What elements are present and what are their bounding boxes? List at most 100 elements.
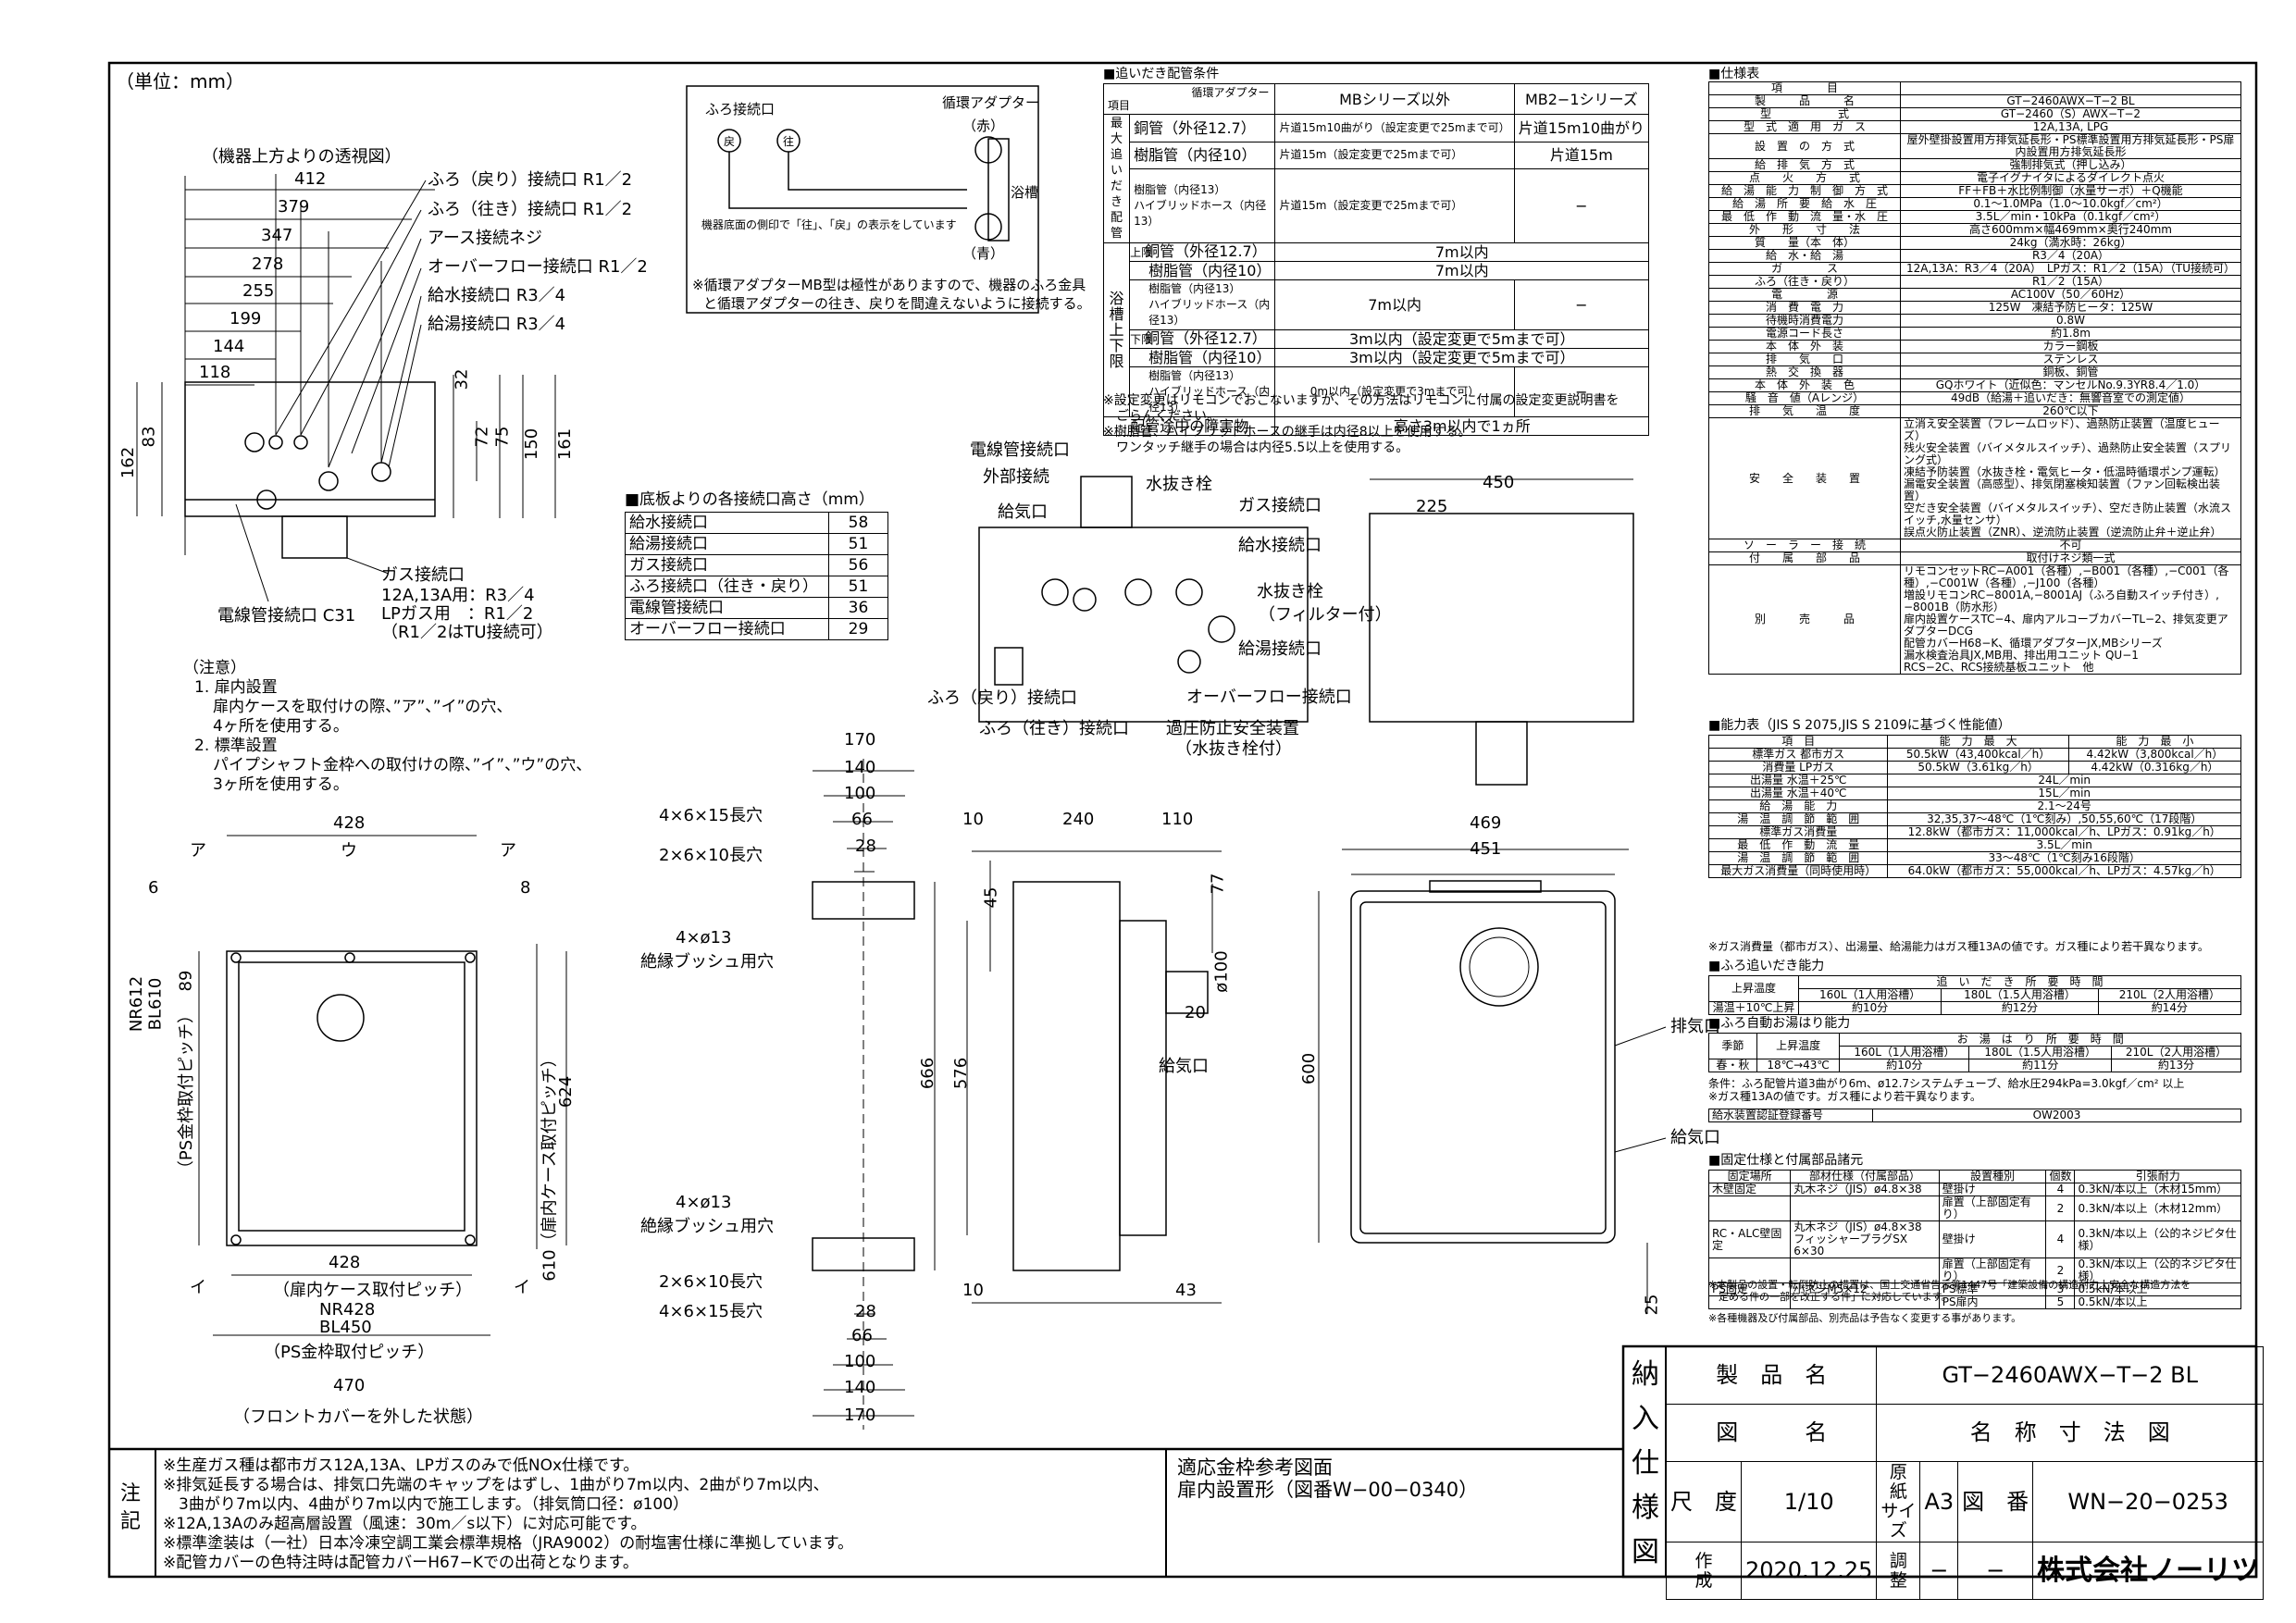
dim: 66: [851, 810, 873, 829]
spec-label: 項 目: [1708, 81, 1901, 95]
reheat-table: 上昇温度追 い だ き 所 要 時 間 160L（1人用浴槽）180L（1.5人…: [1708, 975, 2242, 1015]
spec-label: ソ ー ラ ー 接 続: [1708, 539, 1901, 552]
spec-row: 電源コード長さ約1.8m: [1708, 327, 2241, 341]
spec-label: 別 売 品: [1708, 564, 1901, 675]
spec-label: 給 湯 能 力 制 御 方 式: [1708, 184, 1901, 198]
fix-head: 個数: [2045, 1170, 2076, 1183]
cell: 3m以内（設定変更で5mまで可）: [1274, 348, 1649, 367]
fix-head: 固定場所: [1707, 1170, 1792, 1183]
dim: 666: [918, 1057, 938, 1090]
cell: 給水接続口: [625, 512, 829, 534]
mark-a: ア: [190, 841, 206, 861]
spec-row: 排 気 口ステンレス: [1708, 353, 2241, 366]
note-line: ごらんください。: [1103, 409, 1220, 424]
bv-label: 外部接続: [983, 467, 1049, 487]
cell: 銅管（外径12.7）: [1145, 242, 1267, 260]
cap-cell: 4.42kW（3,800kcal／h）: [2067, 748, 2242, 762]
bv-label: ふろ（往き）接続口: [979, 719, 1129, 738]
spec-label: 排 気 口: [1708, 353, 1901, 366]
spec-value: GQホワイト（近似色：マンセルNo.9.3YR8.4／1.0）: [1900, 378, 2241, 392]
fix-cell: 壁掛け: [1938, 1220, 2047, 1258]
spec-value: 屋外壁掛設置用方排気延長形・PS標準設置用方排気延長形・PS扉内設置用方排気延長…: [1900, 133, 2241, 159]
dim: BL450: [319, 1318, 372, 1337]
fix-cell: 丸木ネジ（JIS）ø4.8×38 フィッシャープラグSX 6×30: [1790, 1220, 1940, 1258]
note-line: 3曲がり7m以内、4曲がり7m以内で施工します。（排気筒口径：ø100）: [163, 1495, 689, 1514]
dim: 161: [555, 427, 576, 461]
dim: NR612: [127, 975, 147, 1033]
hole-label: 2×6×10長穴: [659, 846, 763, 865]
gas-spec: 12A,13A用：R3／4: [381, 586, 535, 605]
cell: 樹脂管（内径10）: [1129, 348, 1276, 367]
spec-label: 外 形 寸 法: [1708, 223, 1901, 237]
fix-cell: 3: [2045, 1282, 2076, 1296]
cell: 春・秋: [1708, 1059, 1757, 1072]
dim: 8: [520, 878, 531, 898]
spec-label: 騒 音 値（Aレンジ）: [1708, 391, 1901, 405]
cell: 7m以内: [1274, 279, 1515, 330]
fix-cell: 丸木ネジ（JIS）ø4.8×38: [1790, 1183, 1940, 1196]
cell: 樹脂管（内径13） ハイブリッドホース（内径13）: [1129, 168, 1276, 243]
col-mb2: MB2−1シリーズ: [1513, 83, 1650, 115]
adapter-note: と循環アダプターの往き、戻りを間違えないように接続する。: [703, 295, 1091, 312]
spec-value: 0.1〜1.0MPa（1.0〜10.0kgf／cm²）: [1900, 197, 2241, 211]
spec-value: 約1.8m: [1900, 327, 2241, 341]
cell: 季節: [1708, 1033, 1757, 1059]
cell: ふろ接続口（往き・戻り）: [625, 576, 829, 598]
capacity-title: ■能力表（JIS S 2075,JIS S 2109に基づく性能値）: [1708, 718, 2011, 733]
dim: 170: [844, 730, 876, 750]
dim: 150: [522, 427, 542, 461]
bv-label: （水抜き栓付）: [1175, 739, 1292, 759]
cell: 尺 度: [1666, 1461, 1742, 1542]
fix-cell: 0.5kN/本以上: [2074, 1295, 2241, 1309]
spec-row: 項 目: [1708, 81, 2241, 95]
fix-cell: 0.3kN/本以上（木材12mm）: [2074, 1196, 2241, 1221]
hole-label: 4×ø13: [676, 1193, 732, 1212]
cell: 約10分: [1797, 1001, 1942, 1015]
side-char: 納: [1632, 1358, 1659, 1391]
note-line: ※本製品の設置・転倒防止の措置は、国土交通省告示第1447号「建築設備の構造耐力…: [1708, 1279, 2191, 1291]
cell: 給湯接続口: [625, 533, 829, 555]
dim: 240: [1062, 810, 1095, 829]
group-max: 最大追い だき配管: [1102, 114, 1131, 243]
fix-cell: PS扉内: [1938, 1295, 2047, 1309]
note-line: 4ヶ所を使用する。: [213, 717, 349, 736]
spec-row: ソ ー ラ ー 接 続不可: [1708, 539, 2241, 552]
item-col: 項目: [1108, 99, 1131, 112]
dim: 110: [1161, 810, 1194, 829]
spec-value: R3／4（20A）: [1900, 249, 2241, 263]
cell: 180L（1.5人用浴槽）: [1941, 988, 2099, 1002]
dim: 140: [844, 758, 876, 777]
note-line: 扉内ケースを取付けの際、”ア”、”イ”の穴、: [213, 698, 513, 716]
spec-value: 取付けネジ類一式: [1900, 551, 2241, 565]
elec-conduit-label: 電線管接続口 C31: [217, 606, 356, 626]
spec-value: 49dB（給湯＋追いだき：無響音室での測定値）: [1900, 391, 2241, 405]
title-side: 納 入 仕 様 図: [1625, 1353, 1666, 1575]
fix-cell: 0.3kN/本以上（木材15mm）: [2074, 1183, 2241, 1196]
side-char: 仕: [1632, 1447, 1659, 1480]
cell: 調 整: [1876, 1542, 1921, 1600]
cap-cell: 3.5L／min: [1887, 838, 2241, 852]
autofill-note: ※ガス種13Aの値です。ガス種により若干異なります。: [1708, 1090, 1981, 1103]
bv-label: 給湯接続口: [1238, 639, 1322, 659]
piping-notes: ※設定変更はリモコンでおこないますが、その方法はリモコンに付属の設定変更説明書を…: [1103, 393, 1619, 456]
fix-cell: 4: [2045, 1220, 2076, 1258]
adapter-label: 循環アダプター: [942, 94, 1040, 111]
dim: 610（扉内ケース取付ピッチ）: [540, 1050, 560, 1282]
cap-cell: 最 低 作 動 流 量: [1707, 838, 1889, 852]
spec-row: 外 形 寸 法高さ600mm×幅469mm×奥行240mm: [1708, 223, 2241, 237]
note-line: 1. 扉内設置: [194, 678, 278, 697]
cell: 樹脂管（内径10）: [1129, 261, 1276, 280]
cell: 電線管接続口: [625, 597, 829, 619]
cell: 7m以内: [1274, 261, 1649, 280]
exhaust-label: 排気口: [1670, 1017, 1720, 1036]
spec-row: 熱 交 換 器銅板、銅管: [1708, 365, 2241, 379]
spec-label: 質 量（本 体）: [1708, 236, 1901, 250]
front-cover-note: （フロントカバーを外した状態）: [233, 1407, 483, 1427]
adapter-col: 循環アダプター: [1191, 86, 1270, 99]
dim: 118: [199, 363, 231, 382]
cell: 作 成: [1666, 1542, 1742, 1600]
bv-label: 電線管接続口: [970, 440, 1070, 460]
cell: 樹脂管（内径10）: [1129, 141, 1276, 170]
